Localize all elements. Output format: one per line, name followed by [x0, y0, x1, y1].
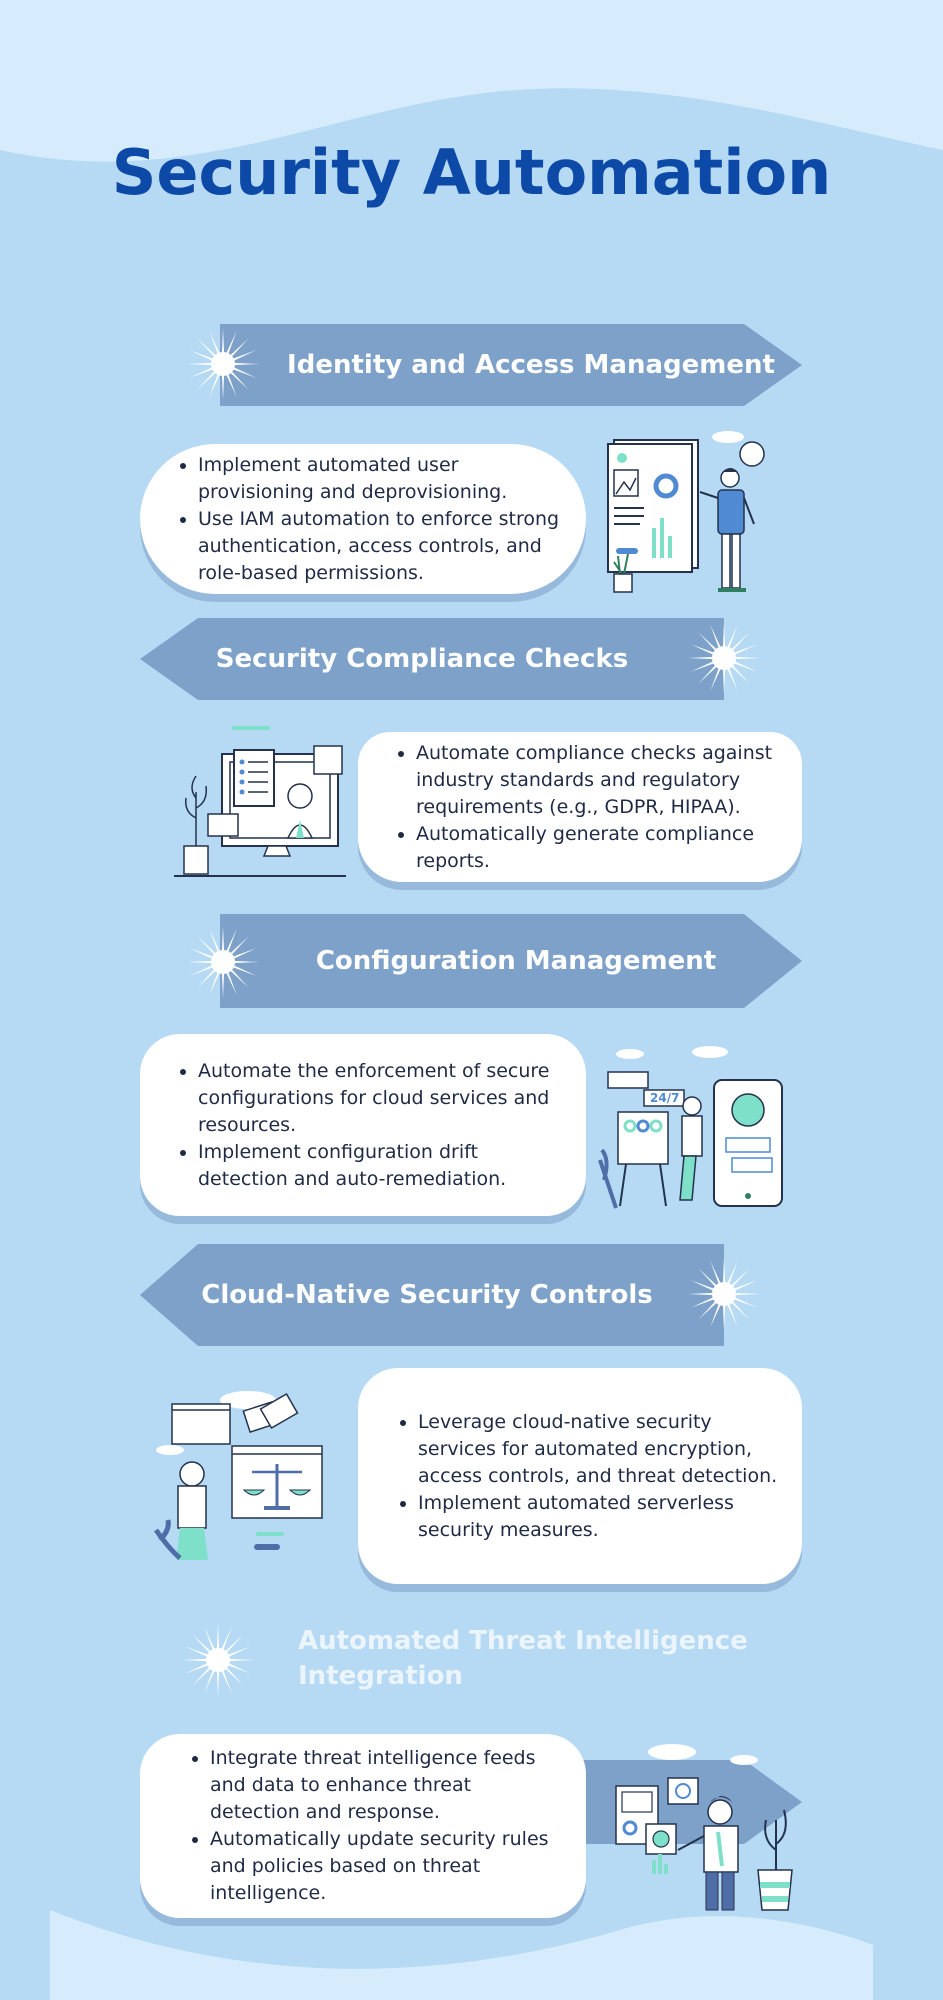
balance-scale-web-illustration — [153, 1391, 323, 1560]
bullet-item: Integrate threat intelligence feeds and … — [210, 1745, 562, 1826]
bullet-list-compliance: Automate compliance checks against indus… — [382, 740, 778, 875]
bullet-list-iam: Implement automated user provisioning an… — [164, 452, 562, 587]
bullet-list-threat-intel: Integrate threat intelligence feeds and … — [176, 1745, 562, 1907]
bullet-item: Automatically generate compliance report… — [416, 821, 778, 875]
presenter-with-dashboard-illustration — [607, 431, 765, 593]
starburst-icon — [187, 328, 259, 400]
section-card-iam: Implement automated user provisioning an… — [140, 444, 586, 594]
bullet-item: Automate compliance checks against indus… — [416, 740, 778, 821]
starburst-icon — [187, 926, 259, 998]
video-call-checklist-illustration — [174, 726, 346, 877]
section-card-config: Automate the enforcement of secure confi… — [140, 1034, 586, 1216]
section-banner-iam: Identity and Access Management — [220, 324, 802, 406]
support-badge: 24/7 — [650, 1091, 679, 1105]
bullet-item: Automatically update security rules and … — [210, 1826, 562, 1907]
section-heading-config: Configuration Management — [315, 946, 717, 976]
section-card-cloud-native: Leverage cloud-native security services … — [358, 1368, 802, 1584]
mobile-24-7-support-illustration: 24/7 — [598, 1046, 783, 1209]
section-heading-iam: Identity and Access Management — [287, 350, 775, 380]
starburst-icon — [688, 622, 760, 694]
bullet-item: Implement automated user provisioning an… — [198, 452, 562, 506]
bullet-item: Leverage cloud-native security services … — [418, 1409, 778, 1490]
bullet-item: Use IAM automation to enforce strong aut… — [198, 506, 562, 587]
section-card-compliance: Automate compliance checks against indus… — [358, 732, 802, 882]
section-banner-config: Configuration Management — [220, 914, 802, 1008]
section-heading-compliance: Security Compliance Checks — [215, 644, 629, 674]
bullet-item: Automate the enforcement of secure confi… — [198, 1058, 562, 1139]
bullet-list-config: Automate the enforcement of secure confi… — [164, 1058, 562, 1193]
bullet-list-cloud-native: Leverage cloud-native security services … — [384, 1409, 778, 1544]
section-banner-cloud-native: Cloud-Native Security Controls — [140, 1244, 724, 1346]
section-heading-threat-intel: Automated Threat Intelligence Integratio… — [298, 1626, 748, 1691]
section-banner-compliance: Security Compliance Checks — [140, 618, 724, 700]
section-heading-cloud-native: Cloud-Native Security Controls — [201, 1280, 653, 1310]
section-card-threat-intel: Integrate threat intelligence feeds and … — [140, 1734, 586, 1918]
analyst-with-charts-illustration — [615, 1744, 793, 1911]
bullet-item: Implement configuration drift detection … — [198, 1139, 562, 1193]
starburst-icon — [688, 1258, 760, 1330]
starburst-icon — [182, 1624, 254, 1696]
page-title: Security Automation — [111, 136, 832, 209]
bullet-item: Implement automated serverless security … — [418, 1490, 778, 1544]
